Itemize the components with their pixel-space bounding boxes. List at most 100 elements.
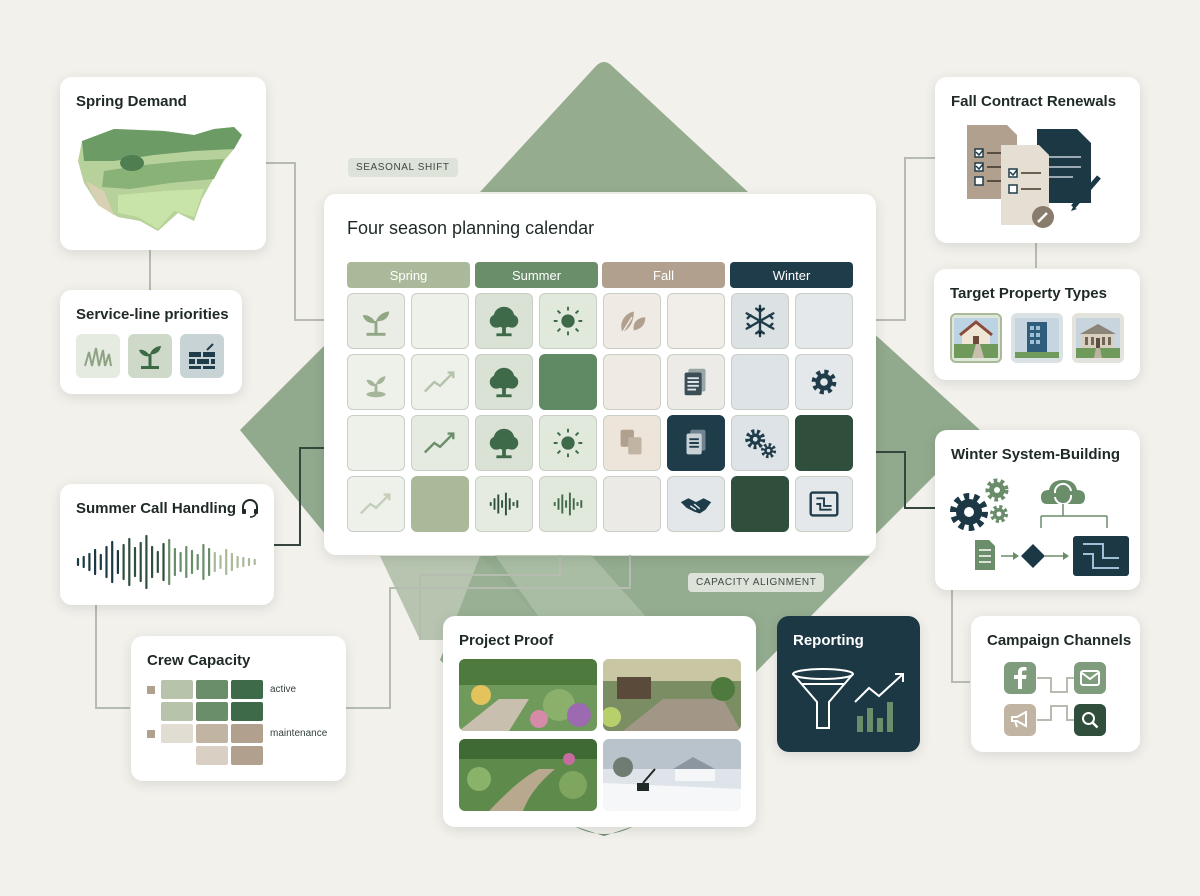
- facebook-icon[interactable]: [1004, 662, 1036, 694]
- crew-block: [196, 680, 228, 699]
- cell-winter-gear[interactable]: [795, 354, 853, 410]
- spring-garden-photo[interactable]: [459, 659, 597, 731]
- cell-winter-filled[interactable]: [795, 415, 853, 471]
- cell-summer-sun[interactable]: [539, 293, 597, 349]
- target-property-title: Target Property Types: [950, 285, 1107, 302]
- spring-demand-title: Spring Demand: [76, 93, 187, 110]
- blueprint-icon: [1073, 536, 1129, 576]
- grass-icon: [76, 334, 120, 378]
- trend-chart-icon: [854, 673, 904, 732]
- decision-diamond-icon: [1021, 544, 1045, 568]
- crew-capacity-card[interactable]: Crew Capacity active maintenance: [131, 636, 346, 781]
- summer-call-card[interactable]: Summer Call Handling: [60, 484, 274, 605]
- cell-winter-empty-2[interactable]: [731, 354, 789, 410]
- cell-fall-documents[interactable]: [667, 354, 725, 410]
- winter-system-card[interactable]: Winter System-Building: [935, 430, 1140, 590]
- us-map-heatmap-icon: [78, 127, 242, 231]
- crew-capacity-title: Crew Capacity: [147, 652, 251, 669]
- mail-icon[interactable]: [1074, 662, 1106, 694]
- cell-winter-snowflake[interactable]: [731, 293, 789, 349]
- gears-icon: [950, 478, 1009, 531]
- seedling-icon: [128, 334, 172, 378]
- legend-active-label: active: [270, 684, 297, 695]
- cell-summer-wave[interactable]: [475, 476, 533, 532]
- cell-fall-empty-2[interactable]: [603, 354, 661, 410]
- call-waveform: [76, 534, 256, 590]
- season-header-winter[interactable]: Winter: [730, 262, 853, 288]
- legend-swatch-maintenance: [147, 730, 155, 738]
- cell-spring-seedling[interactable]: [347, 293, 405, 349]
- cell-spring-trend[interactable]: [411, 354, 469, 410]
- megaphone-icon[interactable]: [1004, 704, 1036, 736]
- legend-maintenance-label: maintenance: [270, 728, 328, 739]
- project-proof-card[interactable]: Project Proof: [443, 616, 756, 827]
- brick-wall-icon: [180, 334, 224, 378]
- capacity-alignment-label: CAPACITY ALIGNMENT: [688, 573, 825, 592]
- cell-winter-blueprint[interactable]: [795, 476, 853, 532]
- search-icon[interactable]: [1074, 704, 1106, 736]
- campaign-channels-card[interactable]: Campaign Channels: [971, 616, 1140, 752]
- crew-block: [161, 680, 193, 699]
- cell-fall-empty-4[interactable]: [603, 476, 661, 532]
- channel-connector-lines: [1037, 677, 1075, 721]
- cell-spring-trend-3[interactable]: [347, 476, 405, 532]
- cell-spring-sprout[interactable]: [347, 354, 405, 410]
- cloud-sync-icon: [1041, 480, 1085, 506]
- legend-swatch-active: [147, 686, 155, 694]
- spring-demand-card[interactable]: Spring Demand: [60, 77, 266, 250]
- cell-fall-empty[interactable]: [667, 293, 725, 349]
- cell-fall-documents-2[interactable]: [603, 415, 661, 471]
- crew-block: [196, 702, 228, 721]
- cell-fall-leaves[interactable]: [603, 293, 661, 349]
- crew-block: [231, 680, 263, 699]
- crew-block: [231, 724, 263, 743]
- winter-snow-photo[interactable]: [603, 739, 741, 811]
- crew-block: [231, 702, 263, 721]
- campaign-channels-title: Campaign Channels: [987, 632, 1132, 649]
- service-line-title: Service-line priorities: [76, 306, 229, 323]
- cell-fall-handshake[interactable]: [667, 476, 725, 532]
- cell-fall-documents-dark[interactable]: [667, 415, 725, 471]
- reporting-graphic: [792, 668, 904, 732]
- fall-contract-card[interactable]: Fall Contract Renewals: [935, 77, 1140, 243]
- cell-spring-empty[interactable]: [411, 293, 469, 349]
- planning-calendar-card[interactable]: Four season planning calendar Spring Sum…: [324, 194, 876, 555]
- institution-icon[interactable]: [1072, 313, 1124, 363]
- patio-garden-photo[interactable]: [603, 659, 741, 731]
- cell-spring-empty-3[interactable]: [347, 415, 405, 471]
- cell-spring-filled[interactable]: [411, 476, 469, 532]
- winter-system-diagram: [950, 478, 1129, 576]
- fall-contract-title: Fall Contract Renewals: [951, 93, 1117, 110]
- cell-winter-empty[interactable]: [795, 293, 853, 349]
- cell-summer-filled[interactable]: [539, 354, 597, 410]
- cell-summer-sun-2[interactable]: [539, 415, 597, 471]
- funnel-icon: [792, 668, 854, 729]
- target-property-card[interactable]: Target Property Types: [934, 269, 1140, 380]
- reporting-card[interactable]: Reporting: [777, 616, 920, 752]
- season-header-fall[interactable]: Fall: [602, 262, 725, 288]
- season-header-summer[interactable]: Summer: [475, 262, 598, 288]
- reporting-title: Reporting: [793, 632, 864, 649]
- crew-block: [196, 746, 228, 765]
- summer-call-title: Summer Call Handling: [76, 500, 237, 517]
- document-icon: [975, 540, 995, 570]
- crew-block: [231, 746, 263, 765]
- cell-summer-wave-2[interactable]: [539, 476, 597, 532]
- office-building-icon[interactable]: [1011, 313, 1063, 363]
- summer-path-photo[interactable]: [459, 739, 597, 811]
- house-icon[interactable]: [950, 313, 1002, 363]
- documents-icon: [967, 125, 1101, 228]
- seasonal-shift-label: SEASONAL SHIFT: [348, 158, 458, 177]
- crew-block: [161, 702, 193, 721]
- cell-summer-tree-2[interactable]: [475, 354, 533, 410]
- season-header-spring[interactable]: Spring: [347, 262, 470, 288]
- cell-summer-tree-3[interactable]: [475, 415, 533, 471]
- cell-summer-tree[interactable]: [475, 293, 533, 349]
- cell-spring-trend-2[interactable]: [411, 415, 469, 471]
- crew-block: [161, 724, 193, 743]
- crew-block: [196, 724, 228, 743]
- cell-winter-filled-2[interactable]: [731, 476, 789, 532]
- winter-system-title: Winter System-Building: [951, 446, 1121, 463]
- cell-winter-gears[interactable]: [731, 415, 789, 471]
- service-line-card[interactable]: Service-line priorities: [60, 290, 242, 394]
